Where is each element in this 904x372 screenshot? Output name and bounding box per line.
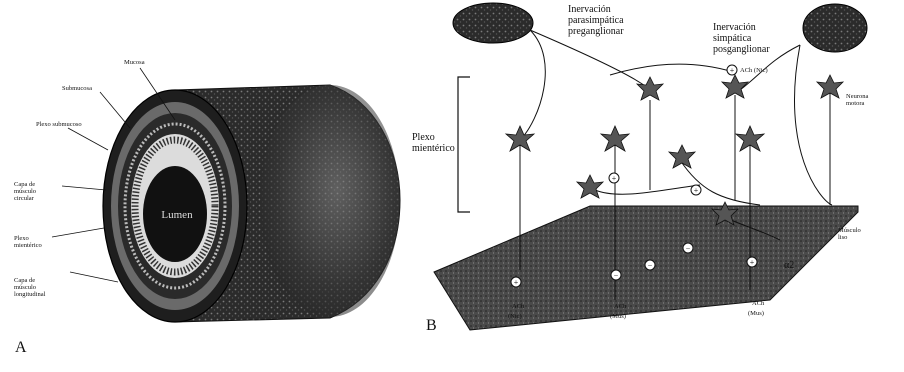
plus-icon: + (747, 257, 757, 267)
svg-text:+: + (612, 174, 617, 183)
plexus-bracket (458, 77, 470, 212)
panel-b-label: B (426, 317, 437, 334)
plus-icon: + (691, 185, 701, 195)
parasympathetic-label: Inervaciónparasimpáticapreganglionar (568, 4, 624, 37)
ach-bottom-2-name: ACh (614, 303, 627, 310)
ach-bottom-3-name: ACh (752, 300, 765, 307)
svg-text:−: − (648, 261, 653, 270)
layer-label-mucosa: Mucosa (124, 59, 145, 66)
ach-bottom-3-receptor: (Mus) (748, 310, 764, 317)
plus-icon: + (511, 277, 521, 287)
plus-icon: + (609, 173, 619, 183)
panel-a: Lumen Mucosa Submucosa Plexo submucoso C… (14, 59, 400, 356)
panel-b: + + + − − + + − Inervaciónparasimpáticap… (412, 3, 868, 334)
ach-nic-label: ACh (Nic) (740, 67, 768, 74)
svg-text:−: − (686, 244, 691, 253)
minus-icon: − (645, 260, 655, 270)
layer-label-capa-longitudinal: Capa demúsculolongitudinal (14, 277, 46, 298)
svg-text:+: + (694, 186, 699, 195)
sympathetic-label: Inervaciónsimpáticaposganglionar (713, 22, 770, 55)
neurons (506, 75, 843, 225)
svg-text:−: − (614, 271, 619, 280)
svg-text:+: + (730, 66, 735, 75)
neuron-8 (577, 175, 603, 198)
svg-text:+: + (750, 258, 755, 267)
lumen-label: Lumen (161, 209, 193, 221)
parasympathetic-text: Inervaciónparasimpáticapreganglionar (568, 4, 624, 37)
svg-text:+: + (514, 278, 519, 287)
neuron-6 (669, 145, 695, 168)
layer-label-plexo-submucoso: Plexo submucoso (36, 121, 82, 128)
muscle-label: Músculoliso (838, 227, 861, 241)
alpha2-label: α2 (784, 260, 794, 271)
plexus-label: Plexomientérico (412, 132, 455, 154)
neuron-2 (637, 77, 663, 100)
cross-section: Lumen (103, 90, 247, 322)
ach-bottom-2-receptor: (Mus) (610, 313, 626, 320)
sympathetic-text: Inervaciónsimpáticaposganglionar (713, 22, 770, 55)
layer-label-capa-circular-text: Capa demúsculocircular (14, 181, 36, 202)
plus-icon: + (727, 65, 737, 75)
layer-label-plexo-mienterico-a: Plexomientérico (14, 235, 42, 249)
sympathetic-neuron-body (803, 4, 867, 52)
cylinder-far-end (260, 85, 400, 317)
minus-icon: − (611, 270, 621, 280)
parasympathetic-neuron-body (453, 3, 533, 43)
minus-icon: − (683, 243, 693, 253)
ach-bottom-1-name: ACh (512, 303, 525, 310)
panel-a-label: A (15, 339, 27, 356)
layer-label-capa-circular: Capa demúsculocircular (14, 181, 36, 202)
layer-label-submucosa: Submucosa (62, 85, 92, 92)
motor-neuron-label: Neuronamotora (846, 93, 868, 107)
ach-bottom-1-receptor: (Nic) (508, 313, 522, 320)
